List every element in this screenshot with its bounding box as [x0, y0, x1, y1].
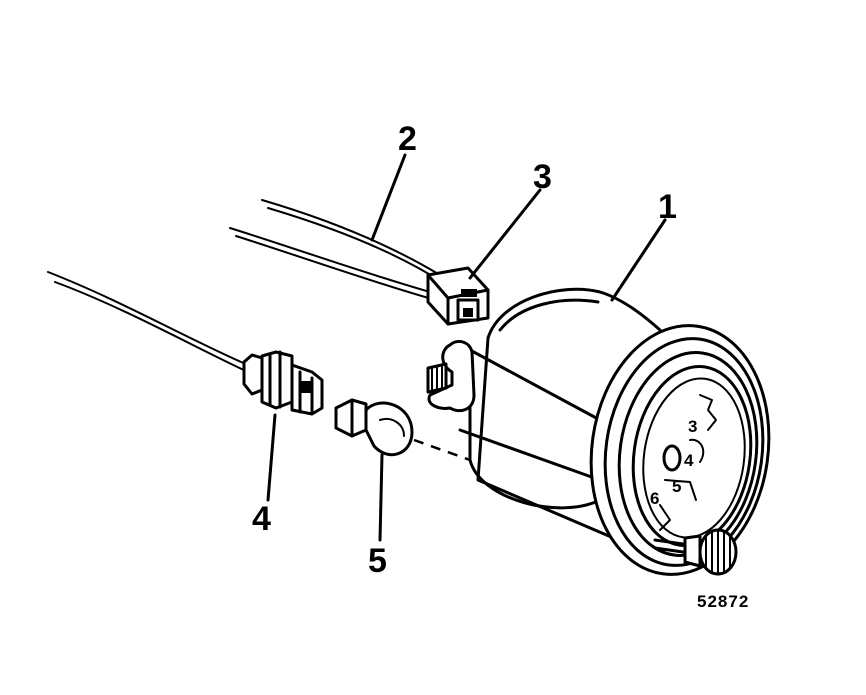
gauge-assembly: 3 4 5 6 — [426, 287, 771, 576]
bulb — [334, 398, 414, 457]
callout-1: 1 — [658, 188, 677, 226]
dial-number-5: 5 — [672, 477, 681, 496]
callout-4: 4 — [252, 500, 271, 538]
assembly-line — [413, 438, 471, 462]
callout-5: 5 — [368, 542, 387, 580]
lamp-socket — [47, 271, 324, 416]
dial-number-4: 4 — [684, 451, 694, 470]
leader-lines — [266, 153, 667, 542]
wire-connector — [426, 266, 490, 326]
callout-2: 2 — [398, 120, 417, 158]
callout-3: 3 — [533, 158, 552, 196]
wire-harness — [229, 199, 443, 300]
reference-number: 52872 — [697, 592, 749, 611]
dial-number-6: 6 — [650, 489, 659, 508]
dial-number-3: 3 — [688, 417, 697, 436]
